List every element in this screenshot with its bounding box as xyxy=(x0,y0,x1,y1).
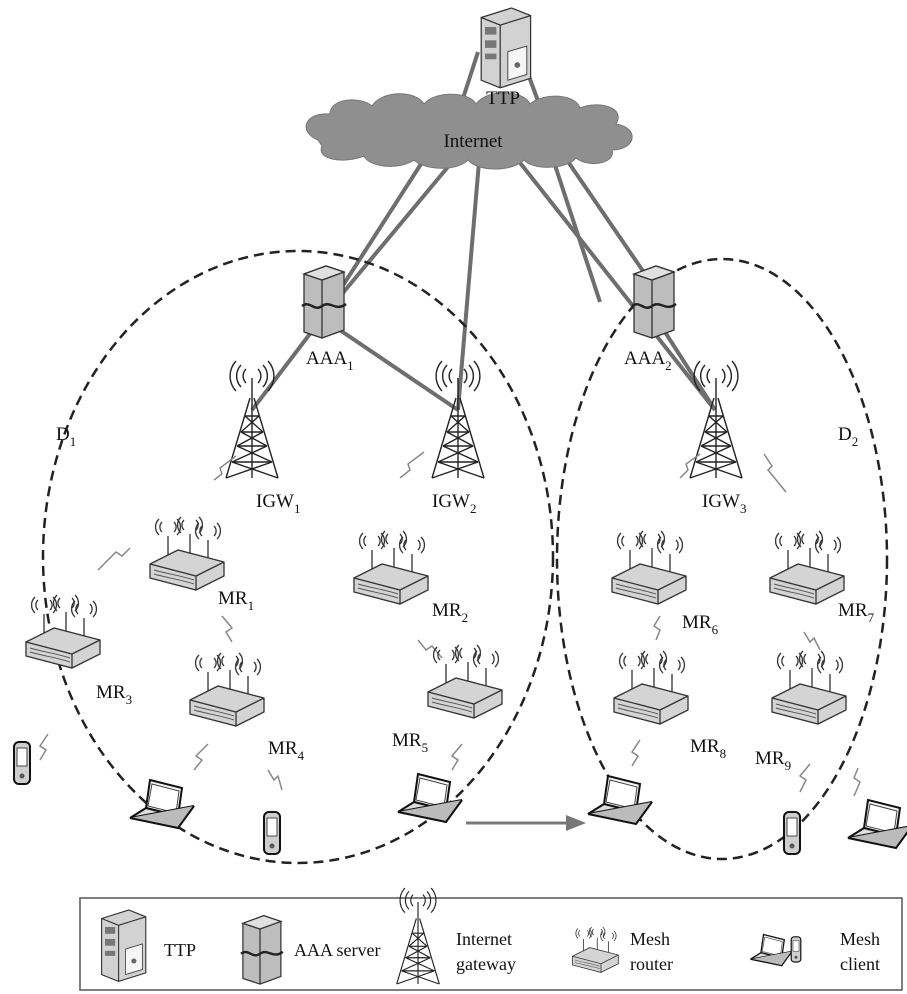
igw1-label: IGW1 xyxy=(256,491,300,516)
wireless-links xyxy=(38,451,861,797)
legend-igw-label-1: Internet xyxy=(456,929,512,949)
legend-aaa-server: AAA server xyxy=(239,914,380,986)
domain-d2-label: D2 xyxy=(838,424,858,449)
domain-d1-boundary xyxy=(41,249,555,865)
igw3-label: IGW3 xyxy=(702,491,746,516)
mr5-label: MR5 xyxy=(392,730,428,755)
mesh-client-phone-2 xyxy=(263,811,281,855)
mr9-label: MR9 xyxy=(755,748,791,773)
internet-gateway-3: IGW3 xyxy=(689,360,746,516)
legend-aaa-label: AAA server xyxy=(294,940,380,960)
mr6-label: MR6 xyxy=(682,612,719,637)
mesh-client-laptop-4 xyxy=(847,799,907,849)
mesh-client-phone-1 xyxy=(13,741,31,785)
mr7-label: MR7 xyxy=(838,600,875,625)
aaa1-label: AAA1 xyxy=(306,348,354,373)
mesh-client-laptop-2 xyxy=(397,773,463,823)
roaming-arrow xyxy=(466,815,586,831)
mesh-client-laptop-3 xyxy=(587,775,653,825)
legend-ttp-label: TTP xyxy=(164,940,196,960)
legend-ttp: TTP xyxy=(101,909,196,982)
ttp-label: TTP xyxy=(486,88,520,109)
mesh-router-1: MR1 xyxy=(149,516,254,613)
legend-mesh-client: Mesh client xyxy=(749,929,880,974)
internet-cloud: Internet xyxy=(305,92,633,170)
legend: TTP AAA server Internet gateway Mesh rou… xyxy=(79,887,903,991)
internet-label: Internet xyxy=(443,131,503,152)
legend-router-label-2: router xyxy=(630,954,673,974)
domain-d1-label: D1 xyxy=(56,424,76,449)
aaa2-label: AAA2 xyxy=(624,348,672,373)
igw2-label: IGW2 xyxy=(432,491,476,516)
mesh-router-2: MR2 xyxy=(353,530,468,625)
mesh-router-5: MR5 xyxy=(392,644,503,755)
mr4-label: MR4 xyxy=(268,738,305,763)
legend-mesh-router: Mesh router xyxy=(572,926,673,974)
legend-internet-gateway: Internet gateway xyxy=(396,887,516,985)
mr2-label: MR2 xyxy=(432,600,468,625)
aaa-server-2: AAA2 xyxy=(624,264,678,373)
mesh-router-6: MR6 xyxy=(611,530,719,637)
legend-client-label-2: client xyxy=(840,954,880,974)
domain-d2-boundary xyxy=(555,257,889,861)
aaa-server-1: AAA1 xyxy=(300,264,354,373)
mesh-router-3: MR3 xyxy=(25,594,132,707)
internet-gateway-1: IGW1 xyxy=(225,360,300,516)
mesh-client-phone-3 xyxy=(783,811,801,855)
legend-client-label-1: Mesh xyxy=(840,929,880,949)
mesh-router-9: MR9 xyxy=(755,650,847,773)
mr3-label: MR3 xyxy=(96,682,132,707)
mesh-client-laptop-1 xyxy=(129,779,195,829)
legend-igw-label-2: gateway xyxy=(456,954,516,974)
mesh-router-7: MR7 xyxy=(769,530,875,625)
mesh-router-8: MR8 xyxy=(613,650,726,761)
mesh-router-4: MR4 xyxy=(189,652,305,763)
mr8-label: MR8 xyxy=(690,736,726,761)
ttp-server: TTP xyxy=(480,7,532,109)
internet-gateway-2: IGW2 xyxy=(431,360,485,516)
legend-router-label-1: Mesh xyxy=(630,929,670,949)
mr1-label: MR1 xyxy=(218,588,254,613)
